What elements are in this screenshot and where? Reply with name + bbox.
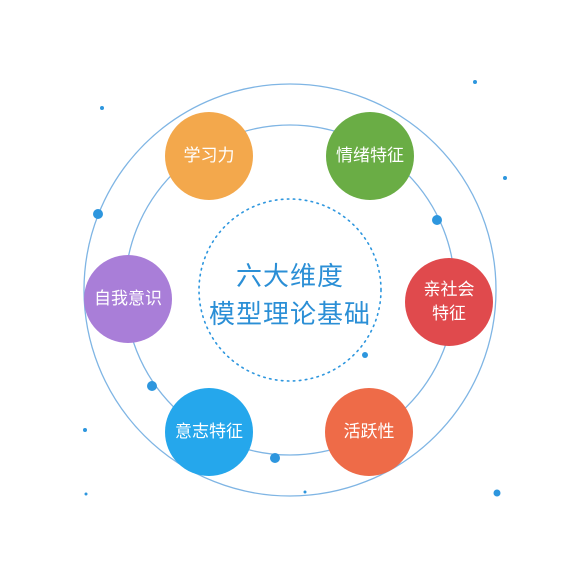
node-yizhi: 意志特征 [165,388,253,476]
scatter-dot [473,80,477,84]
ring-dot [432,215,442,225]
ring-dot [362,352,368,358]
scatter-dot [83,428,87,432]
scatter-dot [100,106,104,110]
scatter-dot [493,489,501,497]
node-ziwo-label: 自我意识 [94,289,162,309]
node-qinshe-label-line2: 特征 [432,304,466,324]
node-huoyue-label: 活跃性 [343,422,395,442]
node-qingxu-label: 情绪特征 [336,146,404,166]
scatter-dot [303,490,307,494]
ring-dot [147,381,157,391]
ring-dot [270,453,280,463]
node-qingxu: 情绪特征 [326,112,414,200]
inner-dotted-ring [198,198,382,382]
node-ziwo: 自我意识 [84,255,172,343]
node-xuexi: 学习力 [165,112,253,200]
node-xuexi-label: 学习力 [183,146,235,166]
scatter-dot [503,176,507,180]
center-title: 六大维度 模型理论基础 [190,258,390,334]
node-huoyue: 活跃性 [325,388,413,476]
scatter-dot [84,492,88,496]
center-title-line1: 六大维度 [235,262,344,292]
node-qinshe-label-line1: 亲社会 [423,280,475,300]
ring-dot [93,209,103,219]
center-title-line2: 模型理论基础 [208,300,371,330]
node-qinshe: 亲社会 特征 [405,258,493,346]
node-yizhi-label: 意志特征 [175,422,243,442]
